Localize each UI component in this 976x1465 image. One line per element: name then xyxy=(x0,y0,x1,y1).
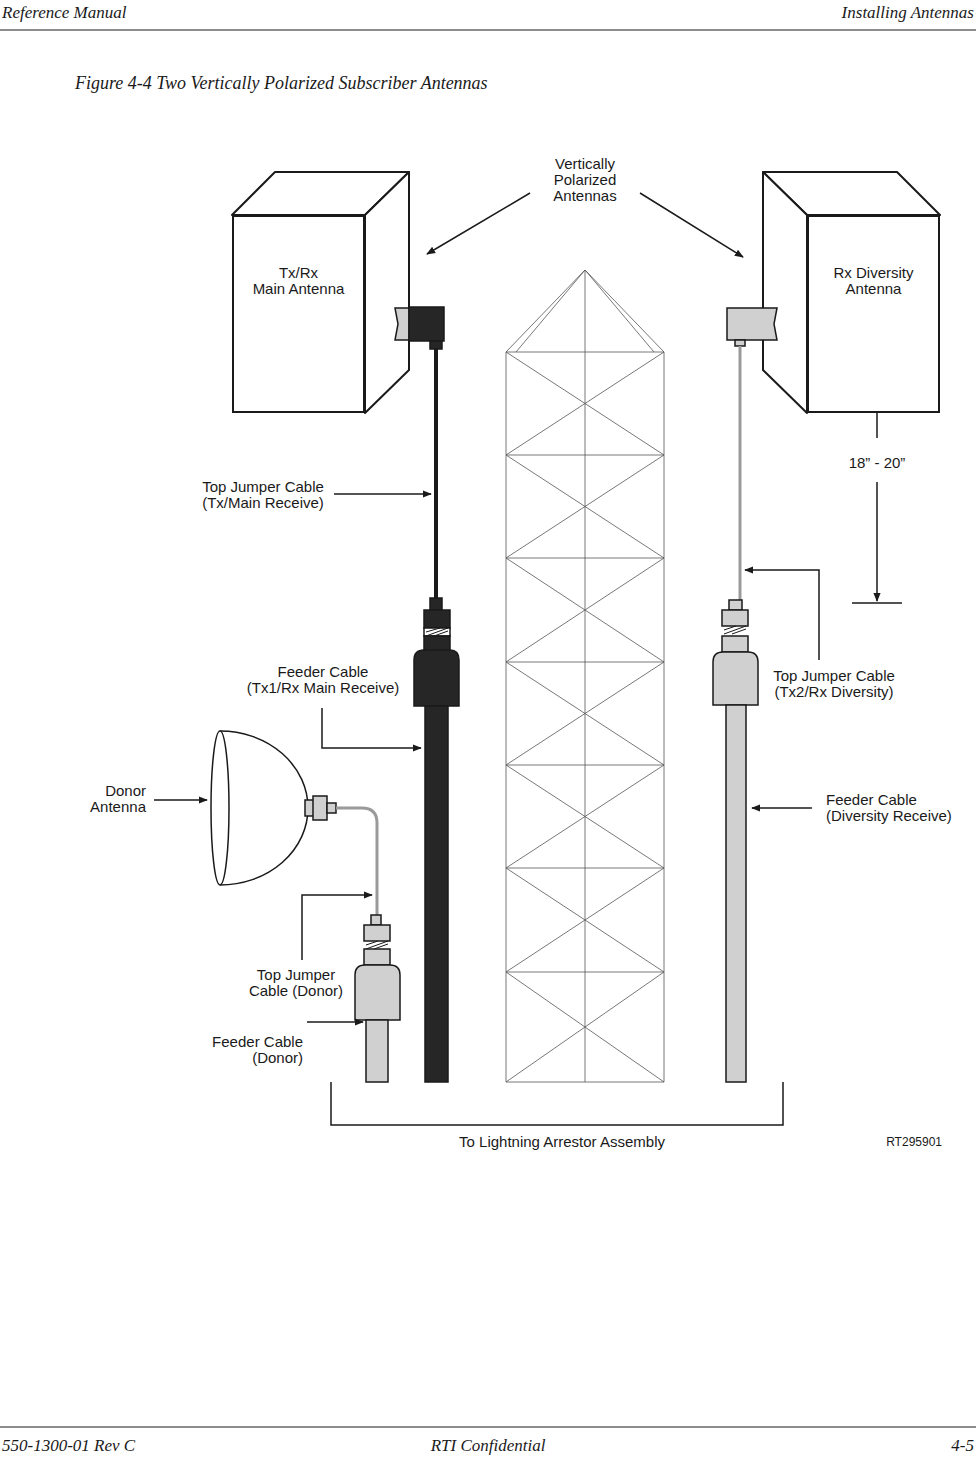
leader-line xyxy=(307,1021,363,1023)
mount-bracket xyxy=(395,308,409,340)
connector-thread xyxy=(424,628,450,636)
callout-label: Donor Antenna xyxy=(90,783,146,815)
cable-connector xyxy=(424,610,450,628)
antenna-box: Rx Diversity Antenna xyxy=(807,215,940,413)
leader-line xyxy=(640,193,743,257)
cable-connector xyxy=(430,598,442,610)
feeder-cable xyxy=(726,705,746,1082)
leader-line xyxy=(302,895,372,960)
footer-text: 550-1300-01 Rev C xyxy=(2,1436,135,1456)
footer-rule xyxy=(0,1427,976,1428)
callout-label: Top Jumper Cable (Tx/Main Receive) xyxy=(202,479,324,511)
footer-text: RTI Confidential xyxy=(431,1436,546,1456)
top-jumper-cable xyxy=(739,346,742,600)
callout-label: Feeder Cable (Donor) xyxy=(212,1034,303,1066)
bracket xyxy=(331,1082,783,1125)
antenna-connector xyxy=(327,803,336,813)
figure-title: Figure 4-4 Two Vertically Polarized Subs… xyxy=(75,73,488,93)
dish-rim xyxy=(211,731,229,885)
antenna-label: Tx/Rx Main Antenna xyxy=(234,265,363,297)
callout-label: Feeder Cable (Tx1/Rx Main Receive) xyxy=(247,664,400,696)
connector-thread xyxy=(366,941,388,949)
antenna-label: Rx Diversity Antenna xyxy=(809,265,938,297)
antenna-side-face xyxy=(763,172,807,413)
cable-connector xyxy=(722,610,748,626)
cable-connector xyxy=(371,915,381,925)
leader-line xyxy=(154,799,207,801)
feeder-boot xyxy=(414,650,459,706)
antenna-side-face xyxy=(365,172,409,413)
antenna-box: Tx/Rx Main Antenna xyxy=(232,215,365,413)
header-rule xyxy=(0,30,976,31)
mount-bracket xyxy=(727,308,777,340)
leader-line xyxy=(745,570,819,660)
cable-connector xyxy=(364,949,390,965)
callout-label: Top Jumper Cable (Donor) xyxy=(249,967,343,999)
feeder-boot xyxy=(713,652,758,705)
leader-line xyxy=(427,193,530,254)
header-text: Reference Manual xyxy=(2,3,126,23)
dimension-line xyxy=(852,602,902,604)
top-jumper-cable xyxy=(434,349,438,600)
feeder-cable xyxy=(425,706,448,1082)
cable-connector xyxy=(729,600,742,610)
figure-id: RT295901 xyxy=(886,1134,942,1150)
footer-text: 4-5 xyxy=(951,1436,974,1456)
leader-line xyxy=(334,493,431,495)
cable-connector xyxy=(722,636,748,652)
cable-connector xyxy=(364,925,390,941)
dimension-arrow xyxy=(876,482,878,601)
dish-reflector xyxy=(220,731,308,885)
connector-thread xyxy=(426,628,448,636)
antenna-connector xyxy=(313,796,327,820)
leader-line xyxy=(322,708,421,748)
feeder-cable xyxy=(366,1020,388,1082)
tower xyxy=(506,270,664,1082)
dimension-label: 18” - 20” xyxy=(849,455,906,471)
feeder-boot xyxy=(355,965,400,1020)
connector-thread xyxy=(724,626,746,634)
leader-line xyxy=(752,807,812,809)
header-text: Installing Antennas xyxy=(842,3,974,23)
bracket-label: To Lightning Arrestor Assembly xyxy=(459,1134,665,1150)
callout-label: Top Jumper Cable (Tx2/Rx Diversity) xyxy=(773,668,895,700)
antenna-connector xyxy=(735,340,745,346)
callout-label: Feeder Cable (Diversity Receive) xyxy=(826,792,952,824)
top-jumper-cable xyxy=(336,808,377,915)
callout-label: Vertically Polarized Antennas xyxy=(553,156,616,204)
antenna-connector xyxy=(430,341,442,349)
antenna-connector xyxy=(409,307,444,341)
